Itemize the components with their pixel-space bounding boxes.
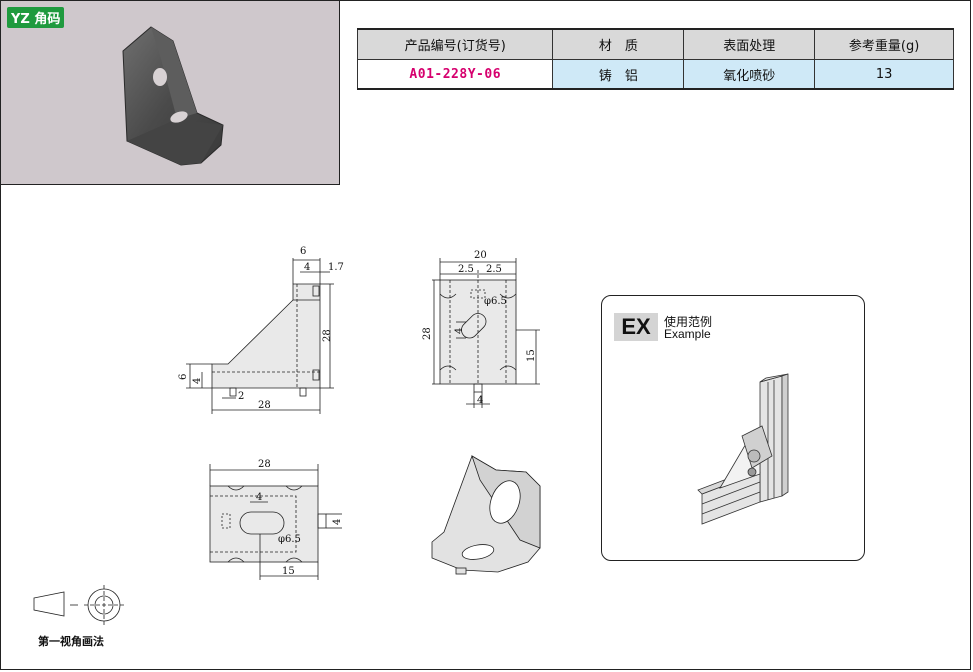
dim-front-slot: 4 — [454, 328, 465, 334]
header-material: 材 质 — [552, 28, 685, 60]
dim-side-foot-pin: 2 — [238, 391, 244, 402]
dim-front-hole: φ6.5 — [484, 296, 507, 307]
dim-front-right-height: 15 — [526, 349, 537, 362]
side-view-drawing — [186, 258, 334, 414]
example-screw-icon — [747, 449, 761, 463]
dim-side-height: 28 — [322, 329, 333, 342]
example-title-en: Example — [664, 327, 711, 341]
value-material: 铸 铝 — [552, 59, 685, 90]
dim-top-right-pin: 4 — [332, 519, 343, 525]
value-part-number: A01-228Y-06 — [356, 59, 554, 90]
photo-hole-icon — [153, 68, 167, 86]
dim-front-bottom-pin: 4 — [477, 395, 483, 406]
dim-front-width: 20 — [474, 250, 487, 261]
header-weight: 参考重量(g) — [814, 28, 954, 60]
product-photo-panel: YZ 角码 — [1, 1, 340, 185]
product-tag: YZ 角码 — [7, 7, 65, 28]
dim-front-half-left: 2.5 — [458, 264, 474, 275]
dim-front-half-right: 2.5 — [486, 264, 502, 275]
value-weight: 13 — [814, 59, 954, 90]
example-title-cn: 使用范例 — [664, 315, 713, 329]
example-assembly-illustration — [697, 373, 789, 525]
isometric-drawing — [431, 455, 541, 575]
projection-symbol-icon — [33, 585, 124, 625]
dim-side-foot-height: 6 — [178, 374, 189, 380]
dim-side-bottom-width: 28 — [258, 400, 271, 411]
dim-side-top-inner: 4 — [304, 262, 310, 273]
header-surface: 表面处理 — [683, 28, 816, 60]
dim-side-top-width: 6 — [300, 246, 306, 257]
spec-value-row: A01-228Y-06 铸 铝 氧化喷砂 13 — [356, 59, 954, 90]
dim-side-foot-inner: 4 — [192, 378, 203, 384]
dim-front-height: 28 — [422, 327, 433, 340]
dim-top-hole: φ6.5 — [278, 534, 301, 545]
dim-top-width: 28 — [258, 459, 271, 470]
spec-table: 产品编号(订货号) 材 质 表面处理 参考重量(g) A01-228Y-06 铸… — [356, 28, 954, 90]
spec-header-row: 产品编号(订货号) 材 质 表面处理 参考重量(g) — [356, 28, 954, 60]
top-view-drawing — [209, 464, 342, 580]
dim-side-top-right: 1.7 — [328, 262, 344, 273]
dim-top-slot: 4 — [256, 492, 262, 503]
front-view-drawing — [432, 258, 540, 408]
header-part-number: 产品编号(订货号) — [356, 28, 554, 60]
dim-top-bottom-len: 15 — [282, 566, 295, 577]
example-panel: EX 使用范例 Example — [601, 295, 865, 561]
example-badge: EX — [614, 313, 658, 341]
product-photo — [122, 26, 224, 166]
projection-label: 第一视角画法 — [38, 635, 104, 648]
